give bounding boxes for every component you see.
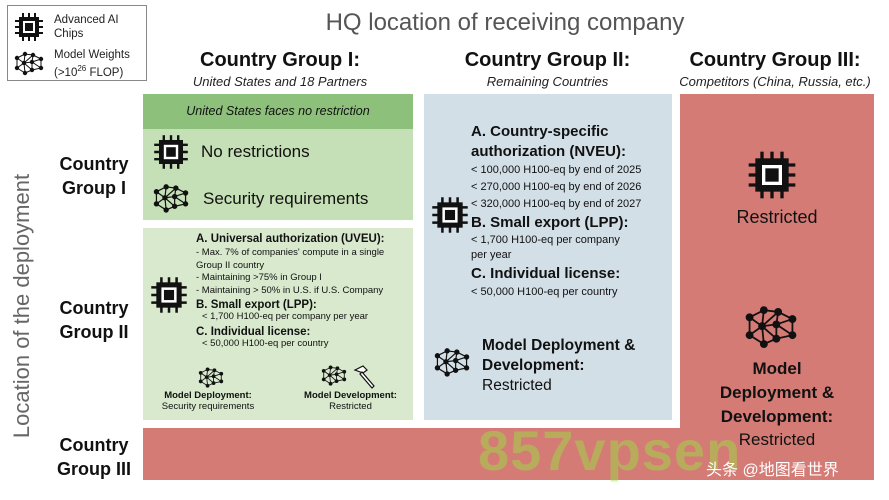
chip-icon — [153, 134, 189, 170]
neural-network-icon — [196, 366, 226, 390]
cell-g1-r1: United States faces no restriction No re… — [143, 94, 413, 220]
nveu-block: A. Country-specific authorization (NVEU)… — [471, 123, 642, 298]
no-restrictions-label: No restrictions — [201, 142, 310, 161]
watermark-handle: 头条 @地图看世界 — [706, 462, 839, 479]
hammer-icon — [351, 364, 377, 390]
row3-band — [143, 428, 874, 480]
neural-network-icon — [432, 346, 472, 380]
g2-model-block: Model Deployment & Development: Restrict… — [482, 337, 636, 394]
legend: Advanced AI Chips Model Weights (>1026 F… — [7, 5, 147, 81]
cell-g2: A. Country-specific authorization (NVEU)… — [424, 94, 672, 420]
neural-network-icon — [151, 182, 191, 216]
neural-network-icon — [319, 364, 349, 388]
neural-network-icon — [13, 50, 45, 78]
group-header-2: Country Group II: Remaining Countries — [464, 49, 631, 89]
legend-chips-label: Advanced AI Chips — [54, 14, 119, 40]
legend-weights-label: Model Weights (>1026 FLOP) — [54, 49, 130, 79]
model-deployment-block: Model Deployment: Security requirements — [161, 390, 255, 412]
chip-icon — [14, 12, 44, 42]
us-banner: United States faces no restriction — [143, 94, 413, 129]
group-header-3: Country Group III: Competitors (China, R… — [679, 49, 871, 89]
chip-icon — [747, 150, 797, 200]
model-development-block: Model Development: Restricted — [304, 390, 397, 412]
g3-chips-restricted: Restricted — [736, 207, 818, 227]
security-requirements-label: Security requirements — [203, 189, 369, 208]
uveu-block: A. Universal authorization (UVEU): - Max… — [196, 233, 385, 349]
group-header-1: Country Group I: United States and 18 Pa… — [192, 49, 368, 89]
watermark-text: 857vpsen — [478, 419, 742, 482]
chip-icon — [431, 196, 469, 234]
cell-g1-r2: A. Universal authorization (UVEU): - Max… — [143, 228, 413, 420]
group3-column — [680, 94, 874, 480]
neural-network-icon — [742, 303, 800, 353]
chip-icon — [150, 276, 188, 314]
g3-model-block: Model Deployment & Development: Restrict… — [719, 359, 835, 449]
side-label: Location of the deployment — [9, 173, 34, 439]
page-title: HQ location of receiving company — [325, 9, 685, 36]
